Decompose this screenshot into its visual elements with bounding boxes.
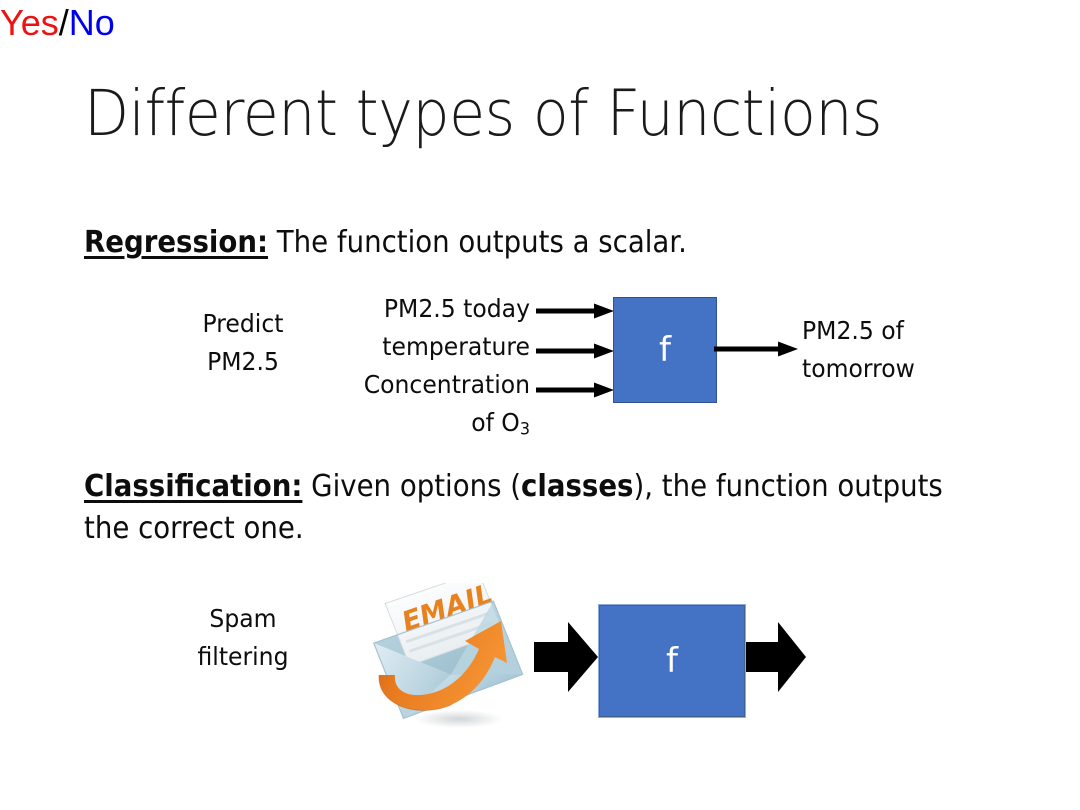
regression-input-3-text: of O [471,408,520,437]
classification-output-label: Yes/No [0,0,1080,46]
classification-lead-label: Classification: [84,469,303,504]
classification-output-no: No [68,2,115,43]
classification-input-block-arrow [534,620,598,694]
regression-input-1: PM2.5 today [383,294,530,323]
classification-task-label-line2: filtering [197,642,289,671]
classification-statement-bold: classes [521,469,634,504]
classification-function-symbol: f [666,641,678,681]
regression-function-symbol: f [659,330,671,370]
classification-output-yes: Yes [0,2,59,43]
regression-statement: Regression: The function outputs a scala… [84,222,687,264]
regression-input-3: Concentration [363,370,530,399]
regression-input-labels: PM2.5 today temperature Concentration of… [314,290,530,449]
regression-output-arrow [714,341,798,357]
regression-task-label: Predict PM2.5 [173,305,314,381]
classification-statement-line1: Classification: Given options (classes),… [84,466,943,508]
regression-input-arrow-2 [536,343,614,359]
classification-task-label: Spam filtering [173,600,314,676]
regression-output-label: PM2.5 of tomorrow [802,312,990,388]
classification-task-label-line1: Spam [209,604,277,633]
classification-statement-part1: Given options ( [302,469,522,504]
regression-lead-label: Regression: [84,225,269,260]
classification-statement-line2: the correct one. [84,511,304,546]
regression-input-3-subscript: 3 [519,419,530,440]
regression-input-3-cont: of O3 [314,404,530,449]
regression-task-label-line2: PM2.5 [207,347,279,376]
classification-function-box: f [598,604,746,718]
regression-task-label-line1: Predict [202,309,284,338]
classification-output-block-arrow [746,620,806,694]
regression-input-arrow-1 [536,303,614,319]
regression-input-arrow-3 [536,382,614,398]
regression-function-box: f [613,297,717,403]
classification-statement-part2: ), the function outputs [633,469,943,504]
regression-input-2: temperature [382,332,530,361]
page-title: Different types of Functions [84,77,883,150]
regression-output-line2: tomorrow [802,354,915,383]
email-envelope-icon: EMAIL [355,583,535,728]
regression-output-line1: PM2.5 of [802,316,904,345]
regression-statement-text: The function outputs a scalar. [268,225,687,260]
classification-output-separator: / [58,2,69,43]
